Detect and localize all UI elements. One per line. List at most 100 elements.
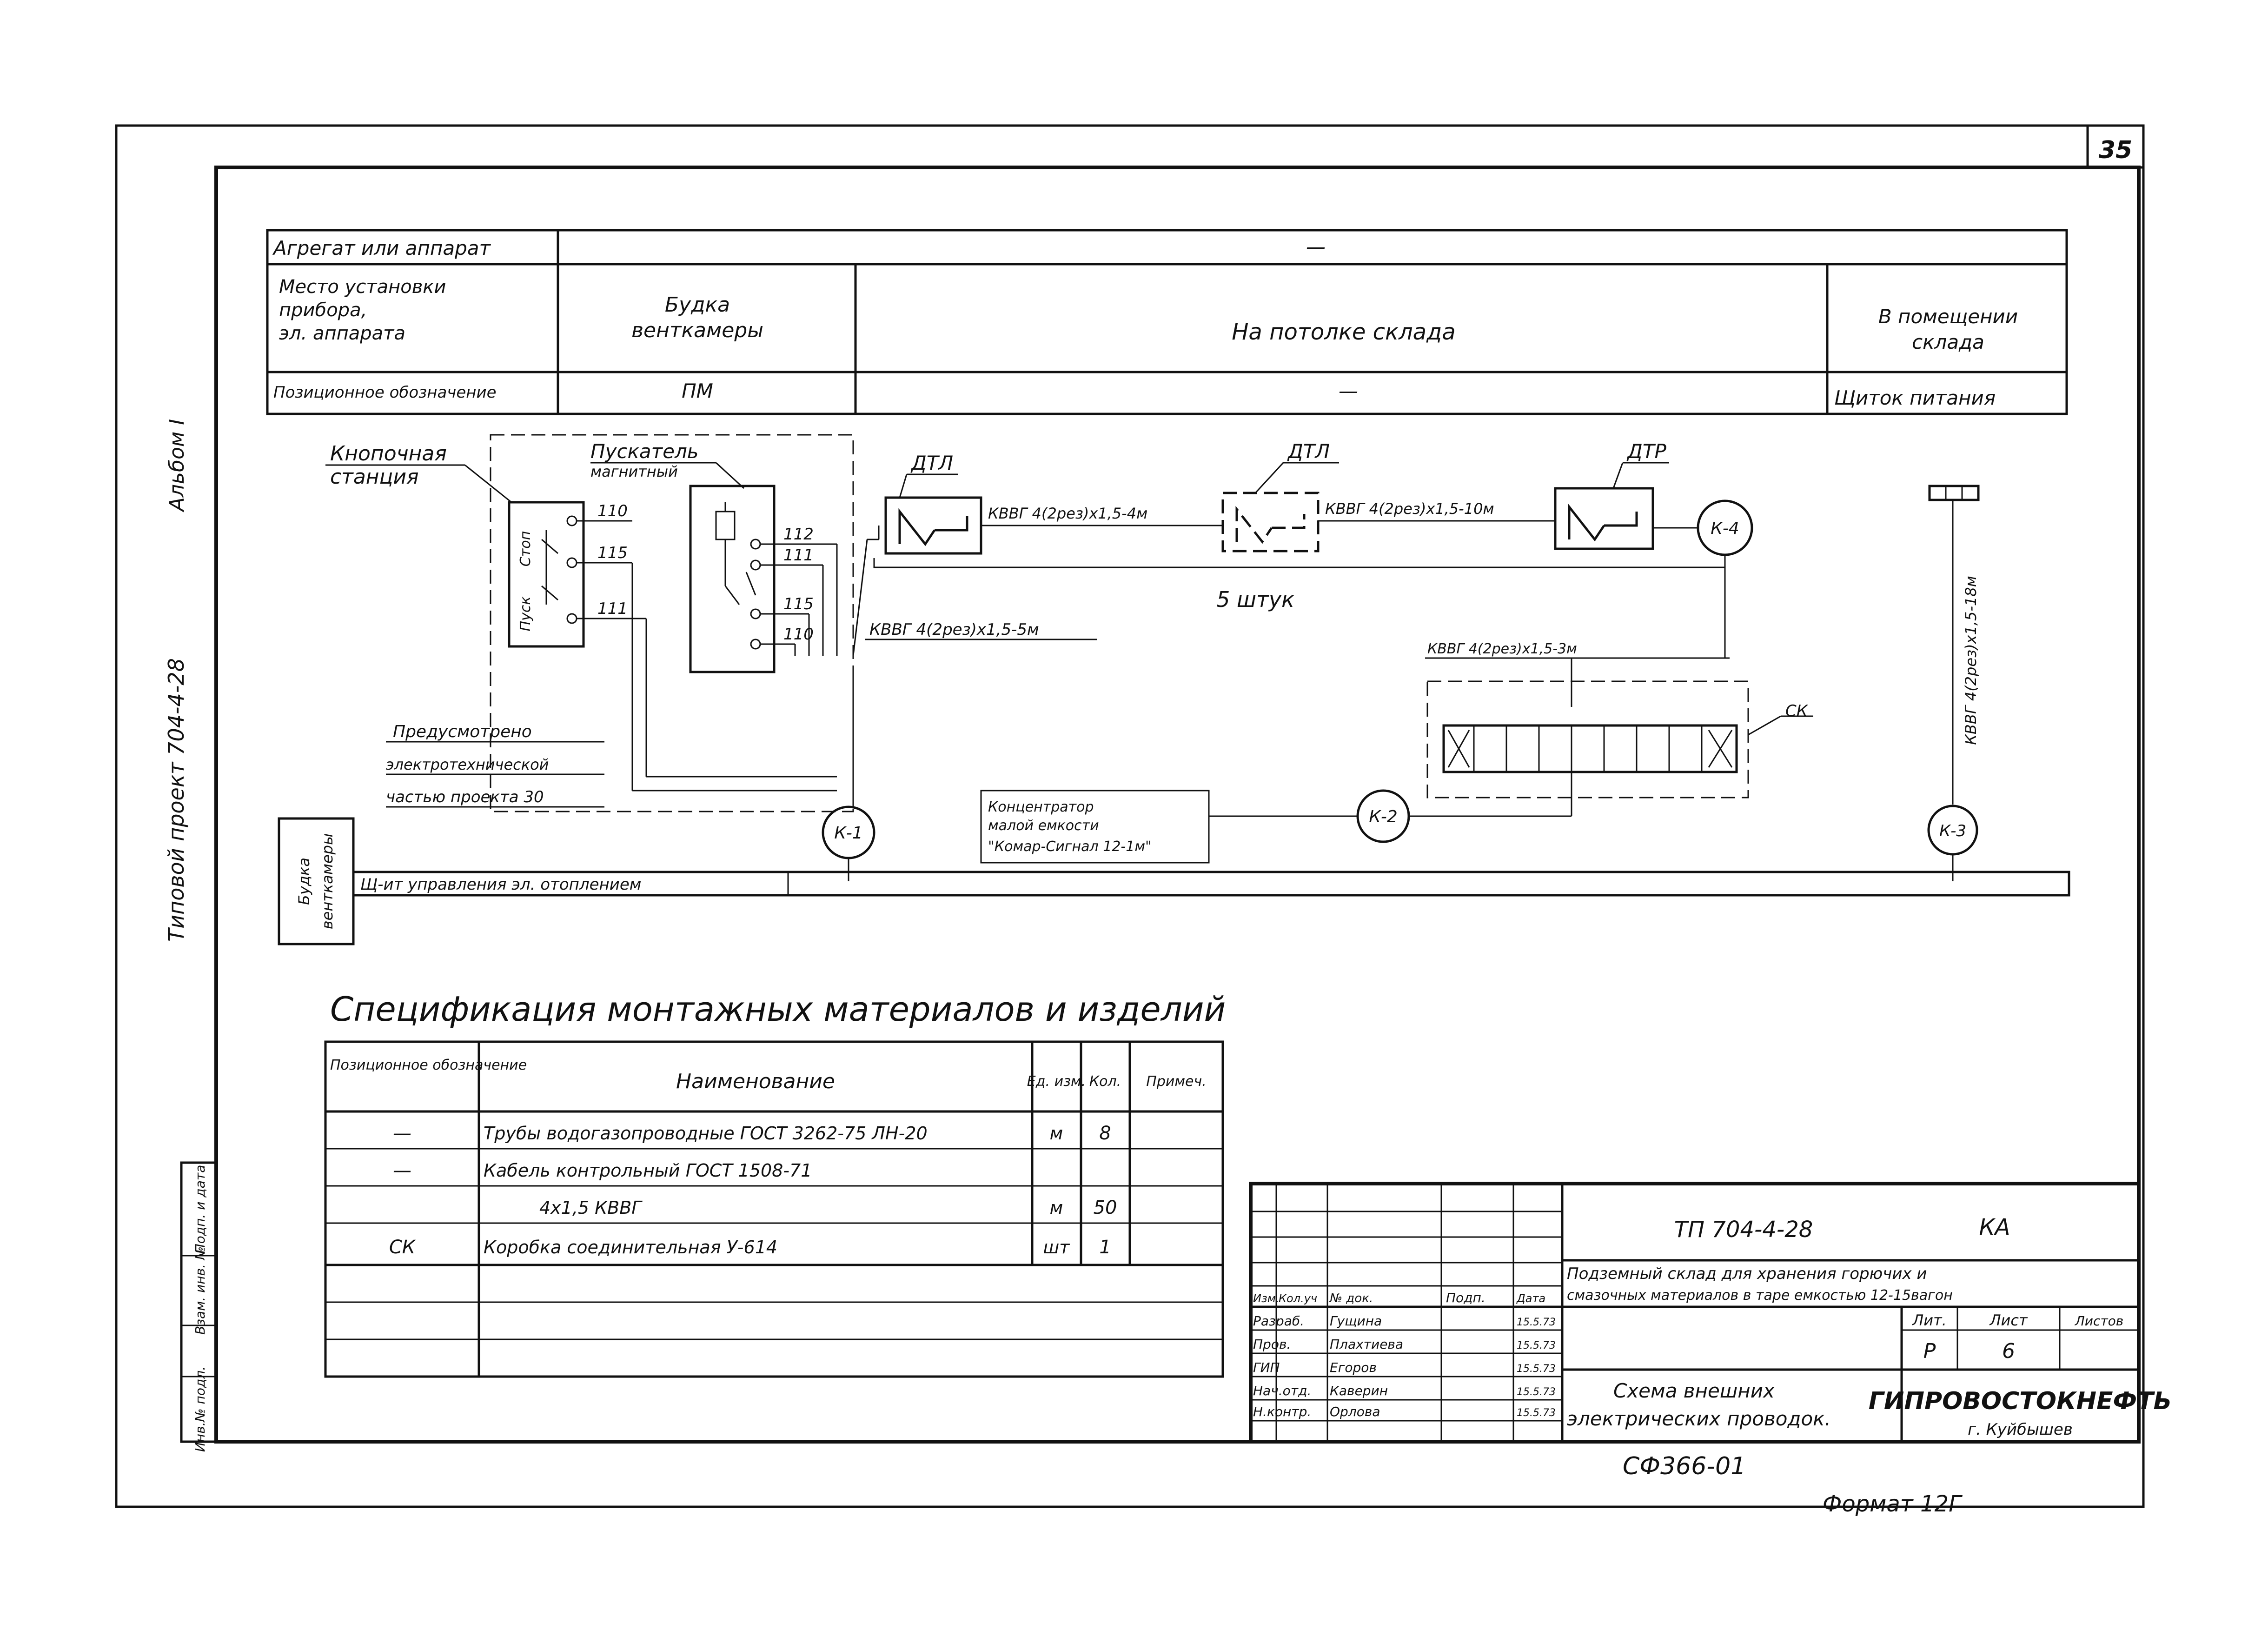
spec-row: — Кабель контрольный ГОСТ 1508-71 (393, 1160, 812, 1181)
format-label: Формат 12Г (1823, 1491, 1963, 1517)
detector-3-label: ДТР (1626, 440, 1666, 463)
junction-box-terminals (1447, 725, 1733, 772)
spec-cell-pos: — (393, 1123, 411, 1144)
tb-rev-headers: Изм. Кол.уч № док. Подп. Дата (1253, 1290, 1545, 1305)
stamp-label-1: Подп. и дата (192, 1165, 208, 1254)
tb-date: 15.5.73 (1517, 1317, 1556, 1328)
tb-city: г. Куйбышев (1968, 1420, 2073, 1439)
detector-1 (884, 496, 982, 555)
tb-code: ТП 704-4-28 (1674, 1217, 1813, 1243)
tb-rev-h-date: Дата (1516, 1292, 1545, 1305)
detector-3 (1554, 487, 1654, 550)
junction-box-label: СК (1785, 702, 1809, 720)
title-block (1249, 1182, 2141, 1444)
tb-rev-h-count: Кол.уч (1279, 1292, 1317, 1305)
tb-sheet-header: Лист (1989, 1311, 2028, 1329)
junction-k2-label: К-2 (1369, 807, 1397, 826)
button-contacts (541, 515, 577, 624)
spec-header-name: Наименование (676, 1070, 835, 1093)
button-station (508, 501, 585, 648)
spec-row: — Трубы водогазопроводные ГОСТ 3262-75 Л… (393, 1123, 1111, 1144)
note-line2: электротехнической (386, 756, 549, 773)
note-line1: Предусмотрено (393, 722, 532, 741)
row3-col1: ПМ (682, 379, 713, 402)
tb-person: Егоров (1330, 1360, 1377, 1375)
spec-cell-name: 4х1,5 КВВГ (539, 1198, 643, 1218)
row3-col3: Щиток питания (1834, 386, 1996, 409)
starter-wire-111: 111 (783, 546, 814, 565)
page-number-box (2086, 124, 2145, 169)
tb-role-row: Нач.отд. Каверин 15.5.73 (1253, 1383, 1556, 1398)
album-label: Альбом I (165, 419, 189, 512)
tb-rev-h-sign: Подп. (1446, 1290, 1485, 1305)
tb-object-line2: смазочных материалов в таре емкостью 12-… (1567, 1287, 1953, 1304)
concentrator-line1: Концентратор (988, 799, 1094, 815)
concentrator-box (980, 790, 1210, 864)
junction-box-leader (1748, 715, 1781, 736)
tb-date: 15.5.73 (1517, 1407, 1556, 1419)
tb-date: 15.5.73 (1517, 1386, 1556, 1398)
project-label: Типовой проект 704-4-28 (164, 658, 189, 942)
junction-k4-label: К-4 (1711, 519, 1739, 538)
tb-person: Орлова (1330, 1404, 1380, 1419)
start-button-label: Пуск (517, 597, 534, 632)
tb-role-row: Н.контр. Орлова 15.5.73 (1253, 1404, 1556, 1419)
cable-2-label: КВВГ 4(2рез)х1,5-10м (1325, 500, 1494, 518)
spec-cell-unit: м (1050, 1198, 1063, 1218)
spec-cell-pos: — (393, 1160, 411, 1181)
tb-role-row: Пров. Плахтиева 15.5.73 (1253, 1337, 1556, 1352)
row3-col2: — (1339, 379, 1358, 402)
tb-date: 15.5.73 (1517, 1340, 1556, 1351)
col1-line2: венткамеры (631, 319, 763, 342)
tb-sheet: 6 (2002, 1339, 2015, 1363)
riser-cable (852, 539, 868, 656)
cable-4-label: КВВГ 4(2рез)х1,5-3м (1427, 641, 1577, 657)
tb-role: Нач.отд. (1253, 1383, 1311, 1398)
tb-rev-h-change: Изм. (1253, 1292, 1279, 1305)
station-wire-115: 115 (597, 544, 628, 562)
tb-mark: КА (1979, 1214, 2010, 1240)
button-station-label-1: Кнопочная (330, 442, 447, 466)
control-panel-strip (352, 871, 2070, 897)
inner-frame (214, 166, 2141, 1444)
spec-cell-qty: 1 (1099, 1237, 1111, 1258)
spec-row: 4х1,5 КВВГ м 50 (539, 1197, 1117, 1218)
concentrator-line2: малой емкости (988, 818, 1099, 834)
spec-cell-name: Коробка соединительная У-614 (484, 1237, 777, 1258)
col3-line1: В помещении (1878, 305, 2018, 328)
archive-code: СФ366-01 (1623, 1452, 1746, 1480)
tb-sheet-name-line2: электрических проводок. (1567, 1407, 1831, 1430)
cable-1-label: КВВГ 4(2рез)х1,5-4м (988, 505, 1147, 522)
starter-label-1: Пускатель (590, 440, 699, 463)
detector-3-leader-2 (1612, 462, 1624, 489)
tb-role: ГИП (1253, 1360, 1280, 1375)
tb-stage: Р (1923, 1339, 1936, 1363)
tb-person: Плахтиева (1330, 1337, 1403, 1352)
col1-line1: Будка (665, 293, 730, 317)
booth-box (278, 817, 355, 945)
spec-cell-qty: 50 (1094, 1197, 1117, 1218)
booth-label-2: венткамеры (318, 833, 336, 929)
row3-label: Позиционное обозначение (273, 383, 497, 402)
stop-button-label: Стоп (517, 531, 534, 566)
starter-wires (760, 543, 838, 656)
detector-1-label: ДТЛ (910, 452, 953, 474)
detector-2-label: ДТЛ (1287, 440, 1330, 463)
tb-org: ГИПРОВОСТОКНЕФТЬ (1869, 1387, 2172, 1415)
junction-k2 (1356, 789, 1410, 843)
outer-frame (115, 124, 2145, 1508)
col2-value: На потолке склада (1232, 319, 1455, 345)
button-station-label-2: станция (330, 465, 419, 489)
tb-role-row: Разраб. Гущина 15.5.73 (1253, 1313, 1556, 1329)
tb-person: Каверин (1330, 1383, 1388, 1398)
spec-cell-name: Кабель контрольный ГОСТ 1508-71 (484, 1160, 812, 1181)
spec-title: Спецификация монтажных материалов и изде… (330, 990, 1226, 1029)
note-line3: частью проекта 30 (386, 788, 544, 806)
concentrator-line3: "Комар-Сигнал 12-1м" (988, 838, 1152, 855)
row1-value: — (1306, 235, 1326, 258)
starter-wire-115: 115 (783, 595, 814, 613)
qty-label: 5 штук (1216, 587, 1294, 612)
tb-role: Н.контр. (1253, 1404, 1311, 1419)
spec-table (324, 1040, 1224, 1378)
